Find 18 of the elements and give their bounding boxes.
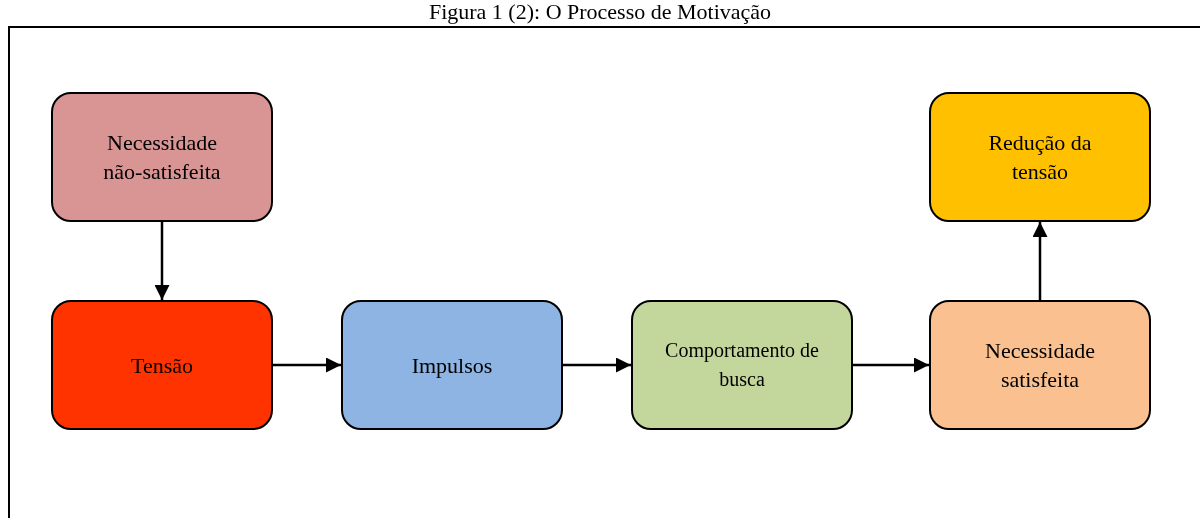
process-box (929, 300, 1151, 430)
process-box (341, 300, 563, 430)
box-label: Impulsos (411, 351, 493, 380)
process-box (929, 92, 1151, 222)
figure-title: Figura 1 (2): O Processo de Motivação (427, 0, 773, 24)
box-label: Necessidade satisfeita (984, 337, 1096, 394)
box-label: Tensão (131, 351, 193, 380)
arrow (563, 357, 631, 373)
process-box (631, 300, 853, 430)
process-box (51, 300, 273, 430)
arrow (154, 222, 170, 300)
box-label: Redução da tensão (987, 129, 1093, 186)
box-label: Necessidade não-satisfeita (102, 129, 222, 186)
arrow (1032, 222, 1048, 300)
process-box (51, 92, 273, 222)
arrow (853, 357, 929, 373)
box-label: Comportamento de busca (664, 338, 820, 392)
arrow (273, 357, 341, 373)
